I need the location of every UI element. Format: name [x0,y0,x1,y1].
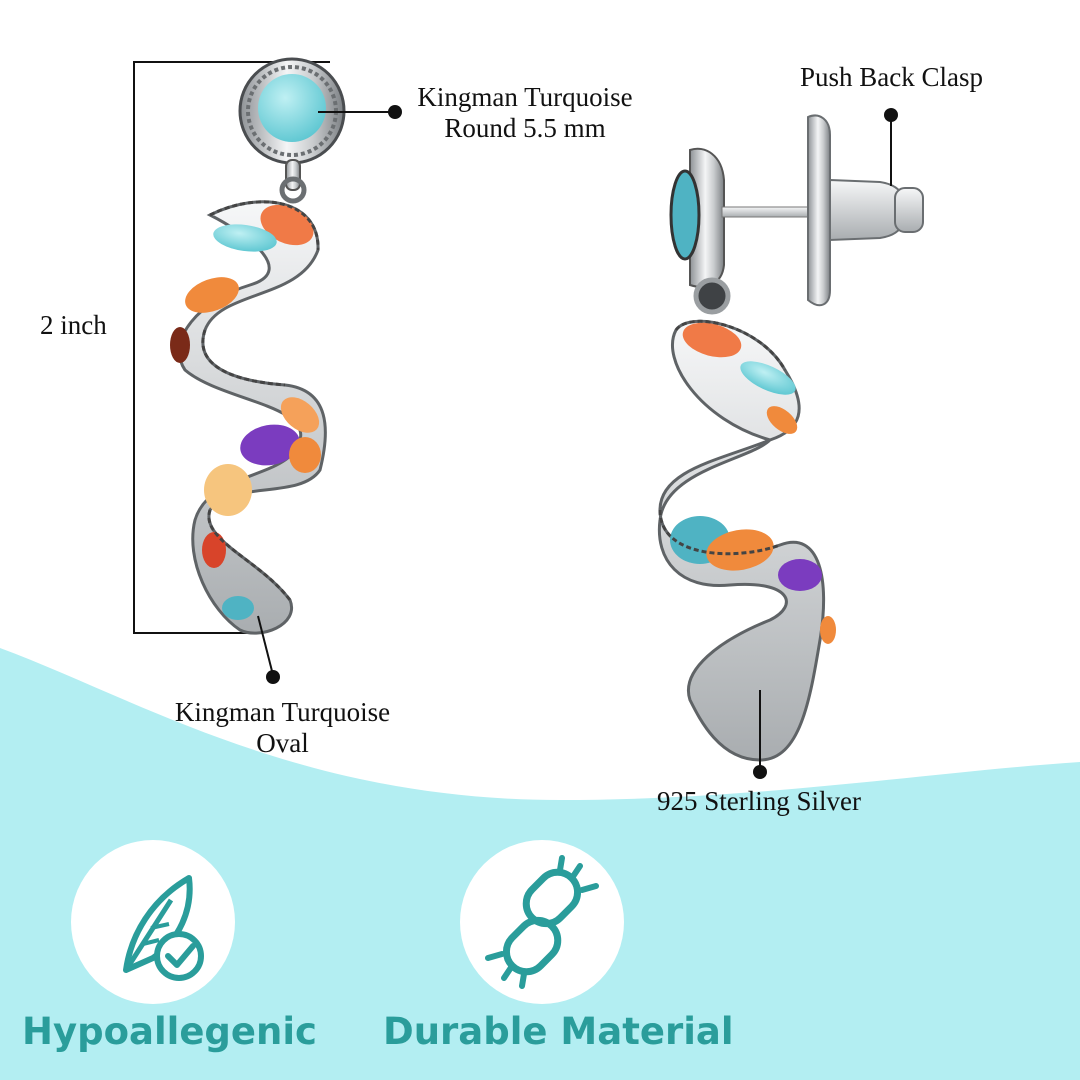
right-earring [657,114,924,762]
feather-check-icon [123,875,204,981]
turquoise-stud-side [669,169,701,261]
oval-callout-line [257,615,274,676]
sterling-silver-label: 925 Sterling Silver [657,786,861,816]
feature-durable-badge [460,840,624,1004]
oval-stone-label: Kingman Turquoise Oval [174,697,391,758]
stud-stone-label: Kingman Turquoise Round 5.5 mm [417,82,633,143]
silver-callout-dot [753,765,767,779]
stud-callout-dot [388,105,402,119]
broken-chain-link-icon [485,855,599,989]
clasp-label: Push Back Clasp [800,62,984,92]
length-bracket [133,61,330,634]
length-label: 2 inch [40,310,107,340]
feature-hypoallergenic-badge [71,840,235,1004]
left-earring [133,57,346,635]
feature-durable-label: Durable Material [383,1010,734,1053]
clasp-callout-dot [884,108,898,122]
oval-callout-dot [266,670,280,684]
feature-hypoallergenic-label: Hypoallegenic [22,1010,317,1053]
round-turquoise-stone [258,74,326,142]
